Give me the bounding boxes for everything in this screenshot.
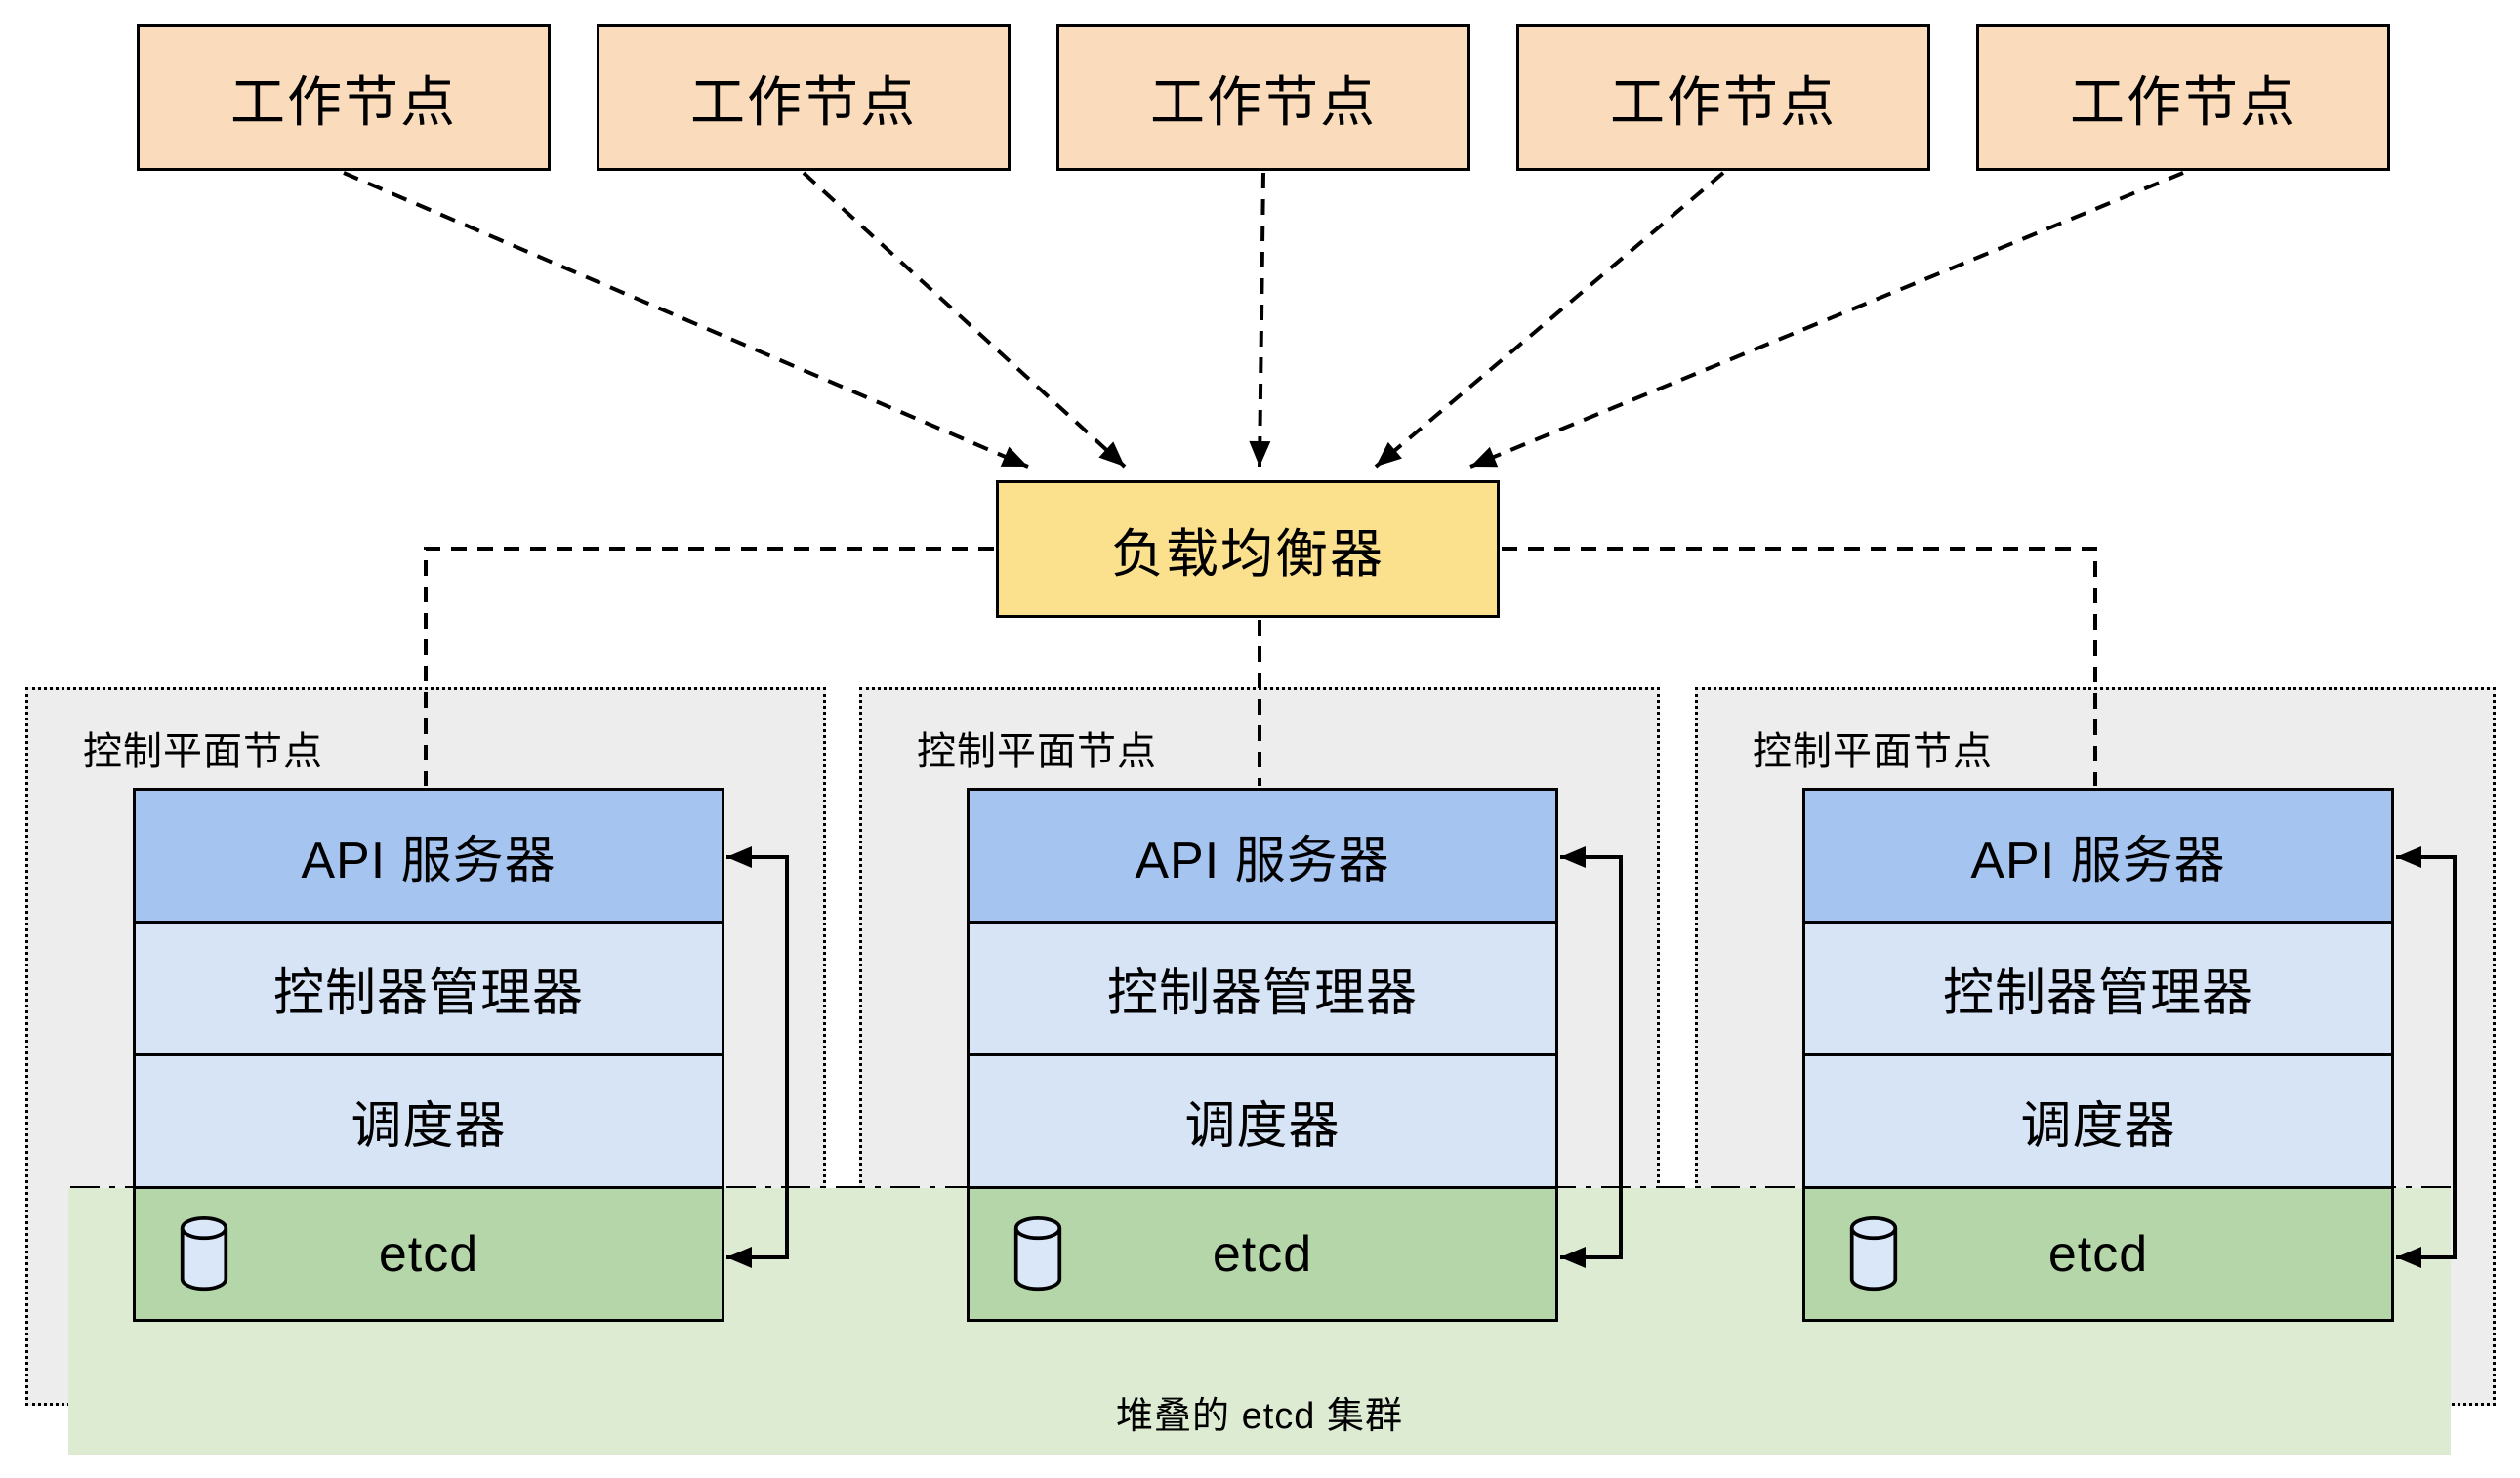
etcd-label: etcd [378,1225,479,1283]
scheduler-box: 调度器 [1805,1056,2391,1189]
load-balancer-label: 负载均衡器 [1111,525,1384,584]
worker2-to-loadbalancer-arrow [802,171,1127,469]
etcd-cluster-band-label: 堆叠的 etcd 集群 [1116,1396,1403,1437]
database-cylinder-icon [1013,1215,1062,1291]
etcd-box: etcd [970,1189,1555,1319]
component-stack-2: API 服务器 控制器管理器 调度器 etcd [967,788,1558,1322]
api-server-label: API 服务器 [1970,833,2226,889]
controller-manager-box: 控制器管理器 [1805,924,2391,1056]
etcd-box: etcd [1805,1189,2391,1319]
etcd-label: etcd [1212,1225,1313,1283]
control-plane-group-label: 控制平面节点 [1753,730,1993,773]
worker-node-label: 工作节点 [1610,70,1837,133]
worker-node-box-1: 工作节点 [137,24,551,171]
etcd-label: etcd [2047,1225,2149,1283]
worker-node-box-5: 工作节点 [1976,24,2390,171]
api-server-label: API 服务器 [1135,833,1390,889]
worker1-to-loadbalancer-arrow [343,171,1029,469]
control-plane-group-label: 控制平面节点 [917,730,1157,773]
worker3-to-loadbalancer-arrow [1249,172,1271,468]
worker-node-label: 工作节点 [690,70,917,133]
load-balancer-box: 负载均衡器 [996,480,1500,618]
database-cylinder-icon [180,1215,228,1291]
component-stack-3: API 服务器 控制器管理器 调度器 etcd [1802,788,2394,1322]
worker4-to-loadbalancer-arrow [1374,171,1725,469]
worker-node-label: 工作节点 [230,70,457,133]
controller-manager-label: 控制器管理器 [272,965,584,1022]
scheduler-label: 调度器 [351,1098,507,1155]
scheduler-label: 调度器 [2020,1098,2176,1155]
controller-manager-box: 控制器管理器 [970,924,1555,1056]
api-server-box: API 服务器 [970,791,1555,924]
scheduler-box: 调度器 [970,1056,1555,1189]
controller-manager-box: 控制器管理器 [136,924,722,1056]
worker-node-box-4: 工作节点 [1516,24,1930,171]
controller-manager-label: 控制器管理器 [1942,965,2253,1022]
worker-node-box-3: 工作节点 [1056,24,1470,171]
scheduler-label: 调度器 [1184,1098,1341,1155]
api-server-label: API 服务器 [301,833,557,889]
etcd-box: etcd [136,1189,722,1319]
worker-node-label: 工作节点 [2070,70,2296,133]
controller-manager-label: 控制器管理器 [1106,965,1418,1022]
worker-node-box-2: 工作节点 [597,24,1011,171]
api-server-box: API 服务器 [1805,791,2391,924]
database-cylinder-icon [1849,1215,1898,1291]
api-server-box: API 服务器 [136,791,722,924]
worker5-to-loadbalancer-arrow [1469,171,2184,469]
worker-node-label: 工作节点 [1150,70,1377,133]
control-plane-group-label: 控制平面节点 [83,730,323,773]
component-stack-1: API 服务器 控制器管理器 调度器 etcd [133,788,724,1322]
scheduler-box: 调度器 [136,1056,722,1189]
